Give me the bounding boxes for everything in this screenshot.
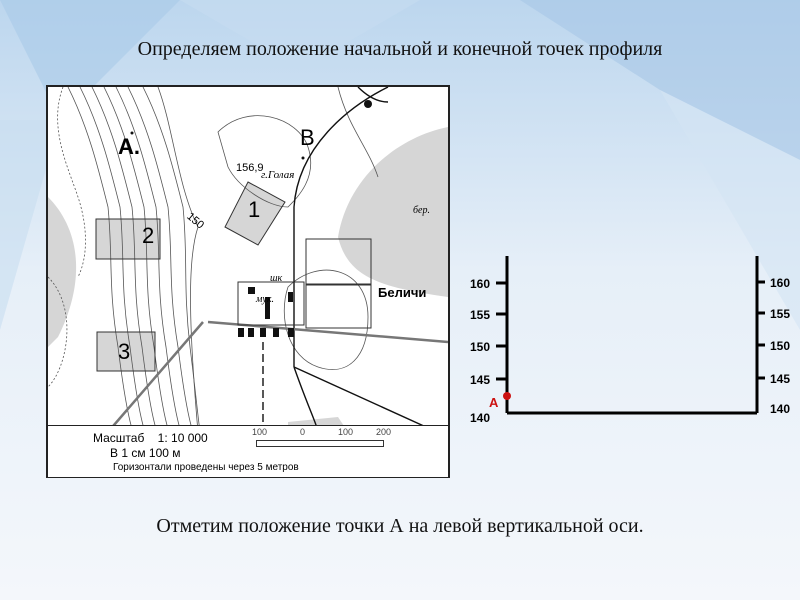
legend-scale: Масштаб 1: 10 000 [93,431,208,445]
slide-title: Определяем положение начальной и конечно… [137,38,663,60]
area-label-1: 1 [248,197,261,222]
point-b-label: B [300,125,315,150]
map-drawing [48,87,448,438]
profile-axes: 160 155 150 145 140 160 155 150 145 140 A [470,256,790,425]
right-tick-label: 160 [770,276,790,290]
point-a-marker [503,392,511,400]
left-tick-label: 140 [470,411,490,425]
point-a-label: A. [118,134,140,159]
birch-label: бер. [413,205,430,216]
legend-cm: В 1 см 100 м [110,446,181,460]
area-label-3: 3 [118,339,131,364]
scale-tick: 100 [252,427,268,437]
school-label: шк [270,273,283,284]
right-tick-label: 140 [770,402,790,416]
left-tick-label: 145 [470,373,490,387]
mill-label: мук. [256,294,274,305]
slide-caption: Отметим положение точки А на левой верти… [156,515,644,537]
map-legend: Масштаб 1: 10 000 В 1 см 100 м Горизонта… [48,425,448,477]
scale-bar [256,440,384,447]
summit-height: 156,9 [236,162,264,174]
left-tick-label: 160 [470,277,490,291]
right-tick-label: 155 [770,307,790,321]
scale-tick: 200 [376,427,392,437]
area-label-2: 2 [142,223,155,248]
scale-tick: 100 [338,427,354,437]
right-tick-label: 150 [770,339,790,353]
topographic-map: A. B 156,9 г.Голая 150 1 2 3 Беличи шк м… [46,85,450,478]
scale-tick: 0 [300,427,306,437]
legend-contours: Горизонтали проведены через 5 метров [113,462,299,473]
right-tick-label: 145 [770,372,790,386]
point-a-profile-label: A [489,395,499,410]
summit-name: г.Голая [261,169,295,181]
village-label: Беличи [378,285,427,300]
left-tick-label: 155 [470,308,490,322]
left-tick-label: 150 [470,340,490,354]
